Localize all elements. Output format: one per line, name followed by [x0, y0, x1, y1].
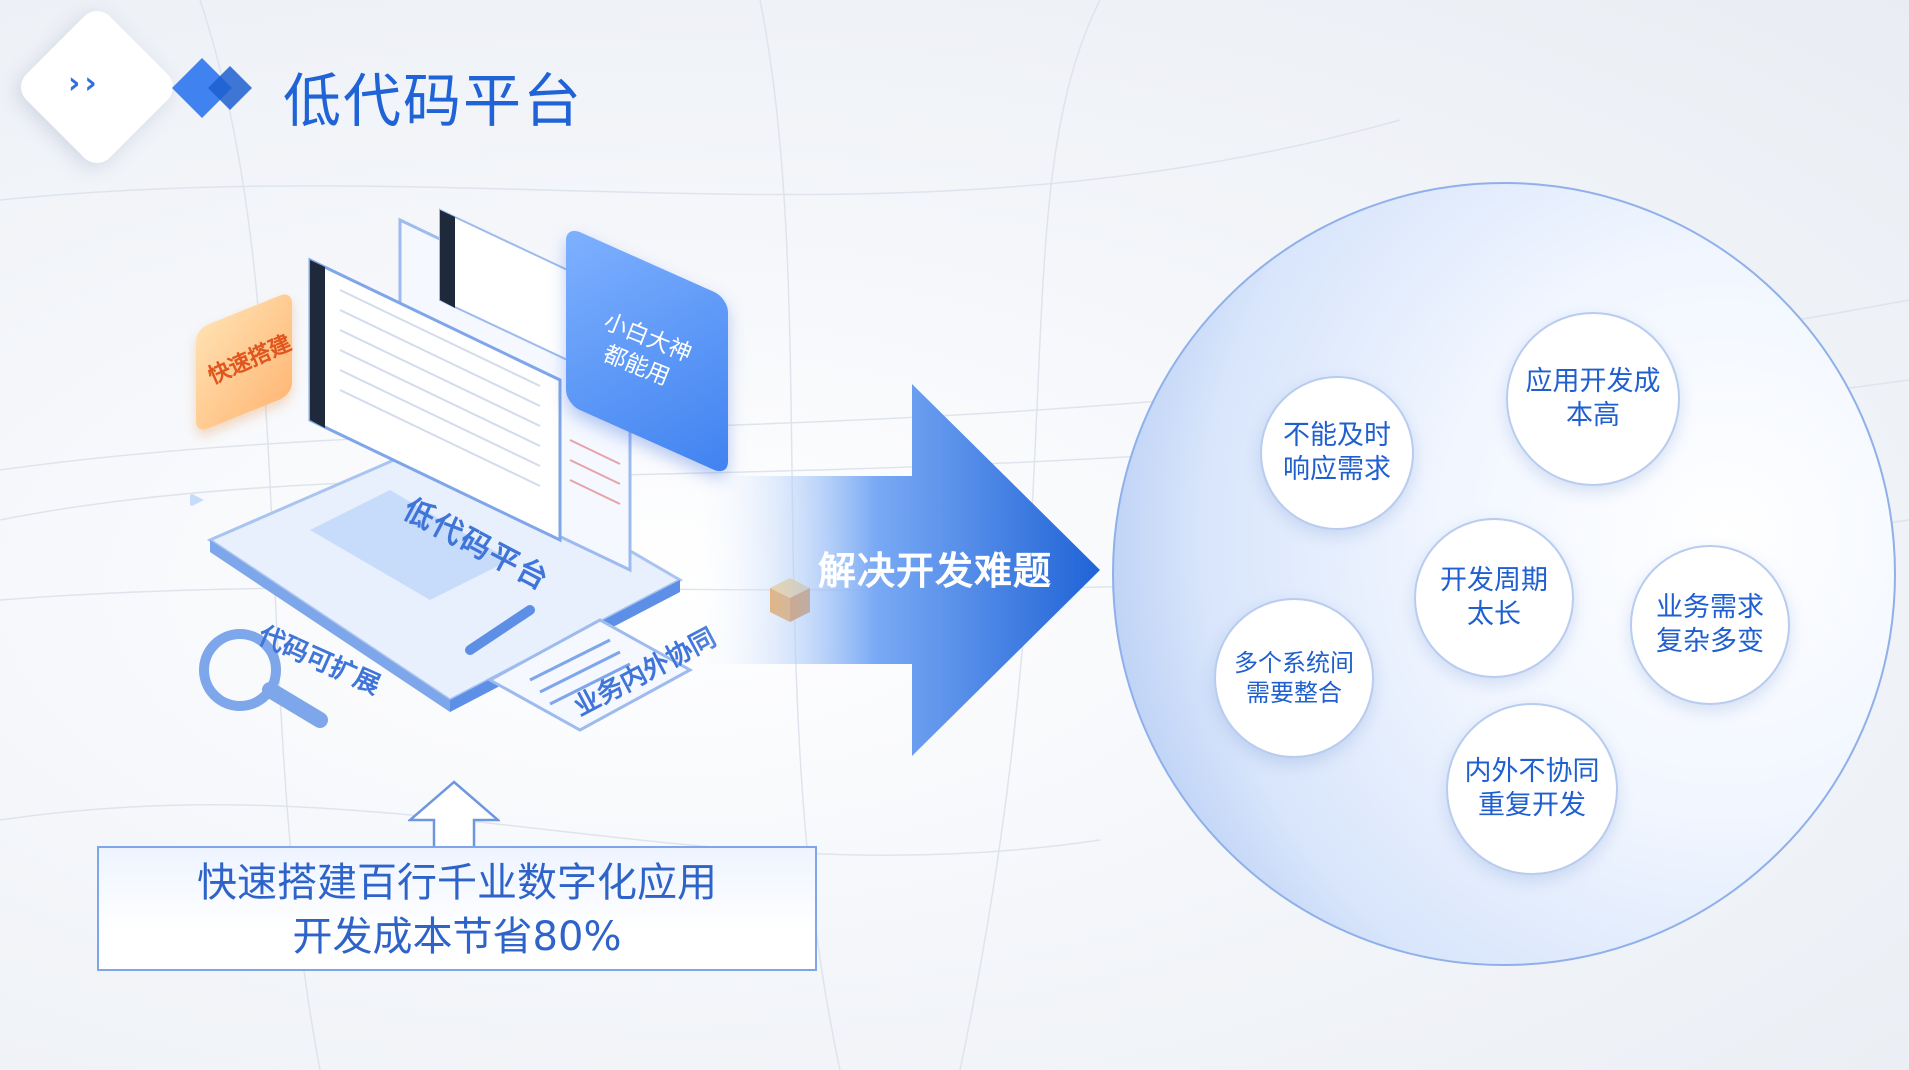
double-chevron-right-icon: ››	[68, 66, 101, 101]
caption-box: 快速搭建百行千业数字化应用 开发成本节省80%	[97, 846, 817, 971]
problem-bubble: 开发周期 太长	[1414, 518, 1574, 678]
page-title: 低代码平台	[283, 67, 584, 135]
problem-bubble: 多个系统间 需要整合	[1214, 598, 1374, 758]
laptop-illustration	[190, 208, 694, 732]
problem-line1: 应用开发成	[1525, 366, 1661, 397]
problem-line2: 需要整合	[1246, 679, 1342, 707]
caption-line1: 快速搭建百行千业数字化应用	[197, 860, 717, 906]
solve-arrow-label: 解决开发难题	[818, 549, 1053, 593]
problem-bubble: 应用开发成 本高	[1506, 312, 1680, 486]
problem-bubble: 不能及时 响应需求	[1260, 376, 1414, 530]
problem-line2: 响应需求	[1283, 454, 1391, 485]
problem-line2: 复杂多变	[1656, 626, 1764, 657]
problem-line1: 多个系统间	[1234, 649, 1354, 677]
solve-arrow	[690, 384, 1100, 756]
problem-line1: 内外不协同	[1464, 756, 1600, 787]
problem-bubble: 内外不协同 重复开发	[1446, 703, 1618, 875]
problem-line2: 本高	[1566, 400, 1620, 431]
problem-line1: 不能及时	[1283, 420, 1391, 451]
caption-line2: 开发成本节省80%	[292, 914, 622, 960]
problem-line2: 太长	[1467, 599, 1521, 630]
diamonds-icon	[172, 58, 252, 118]
problem-line1: 开发周期	[1440, 565, 1548, 596]
problem-bubble: 业务需求 复杂多变	[1630, 545, 1790, 705]
problem-line2: 重复开发	[1478, 790, 1586, 821]
problem-line1: 业务需求	[1656, 592, 1764, 623]
up-arrow-icon	[408, 780, 500, 850]
